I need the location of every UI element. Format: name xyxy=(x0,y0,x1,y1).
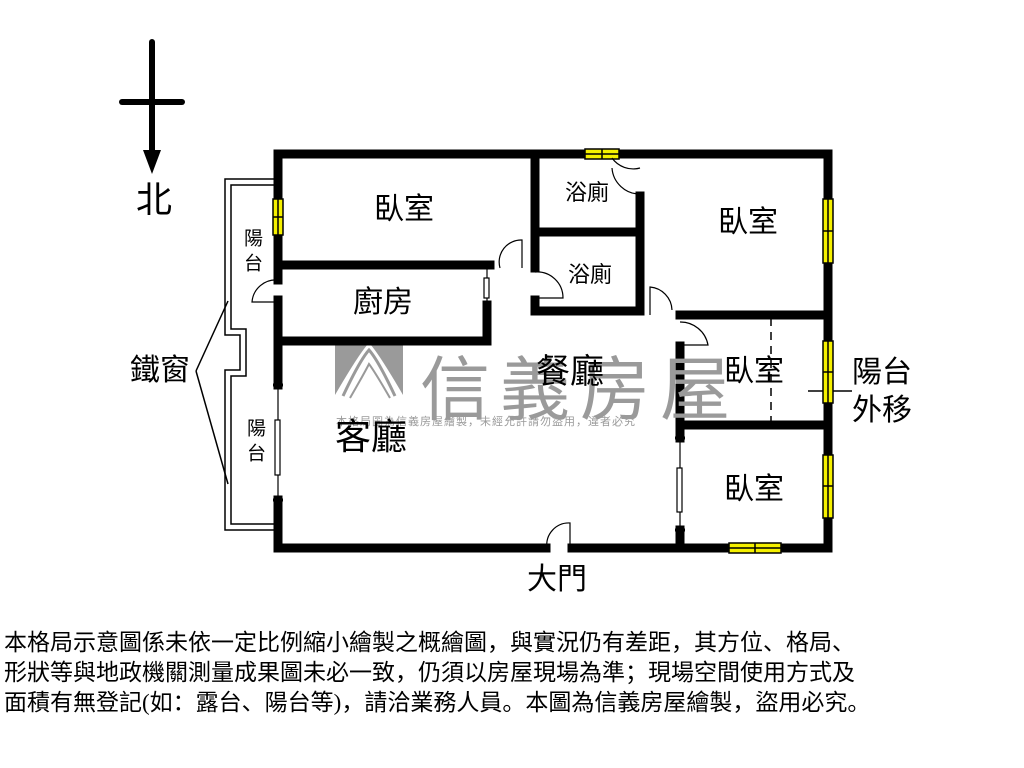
door-icon xyxy=(251,279,279,303)
disclaimer-line: 面積有無登記(如：露台、陽台等)，請洽業務人員。本圖為信義房屋繪製，盜用必究。 xyxy=(4,690,871,715)
window-icon xyxy=(822,340,834,404)
walls xyxy=(273,149,833,553)
room-dining: 餐廳 xyxy=(536,352,604,392)
door-icon xyxy=(679,321,709,346)
disclaimer: 本格局示意圖係未依一定比例縮小繪製之概繪圖，與實況仍有差距，其方位、格局、 形狀… xyxy=(4,628,1022,718)
door-icon xyxy=(534,271,564,299)
window-icon xyxy=(822,198,834,264)
north-label: 北 xyxy=(136,180,173,221)
iron-window-label: 鐵窗 xyxy=(130,353,190,388)
room-bedroom-e: 臥室 xyxy=(724,354,784,389)
window-icon xyxy=(728,542,782,554)
main-door-icon xyxy=(546,522,571,549)
disclaimer-line: 本格局示意圖係未依一定比例縮小繪製之概繪圖，與實況仍有差距，其方位、格局、 xyxy=(4,630,855,655)
door-icon xyxy=(649,286,673,315)
brand-logo-icon xyxy=(335,343,403,400)
window-icon xyxy=(822,454,834,519)
iron-window-leader xyxy=(195,300,229,485)
windows xyxy=(272,148,834,554)
window-icon xyxy=(272,198,284,236)
window-icon xyxy=(584,148,620,160)
room-bedroom-nw: 臥室 xyxy=(374,192,434,227)
room-bedroom-ne: 臥室 xyxy=(718,205,778,240)
room-living: 客廳 xyxy=(335,417,408,458)
main-door-label: 大門 xyxy=(527,562,587,597)
west-balcony-outline xyxy=(224,178,278,531)
balcony-east-note: 外移 xyxy=(852,393,912,428)
sliding-doors xyxy=(273,268,685,532)
room-kitchen: 廚房 xyxy=(353,285,413,320)
door-icon xyxy=(498,239,523,269)
room-bathroom-upper: 浴廁 xyxy=(565,181,610,206)
room-bedroom-se: 臥室 xyxy=(724,472,784,507)
door-icon xyxy=(611,157,641,170)
room-bathroom-lower: 浴廁 xyxy=(568,263,613,288)
watermark-brand: 信義房屋 xyxy=(420,349,740,431)
floor-plan xyxy=(119,39,852,554)
balcony-east: 陽台 xyxy=(852,355,912,390)
swing-doors xyxy=(251,157,709,549)
north-arrow-icon xyxy=(119,39,185,174)
watermark-notice: 本格局圖為信義房屋繪製，未經允許請勿盜用，違者必究 xyxy=(336,415,636,428)
disclaimer-line: 形狀等與地政機關測量成果圖未必一致，仍須以房屋現場為準；現場空間使用方式及 xyxy=(4,660,855,685)
balcony-west-upper: 陽台 xyxy=(241,228,263,278)
balcony-west-lower: 陽台 xyxy=(244,418,266,468)
